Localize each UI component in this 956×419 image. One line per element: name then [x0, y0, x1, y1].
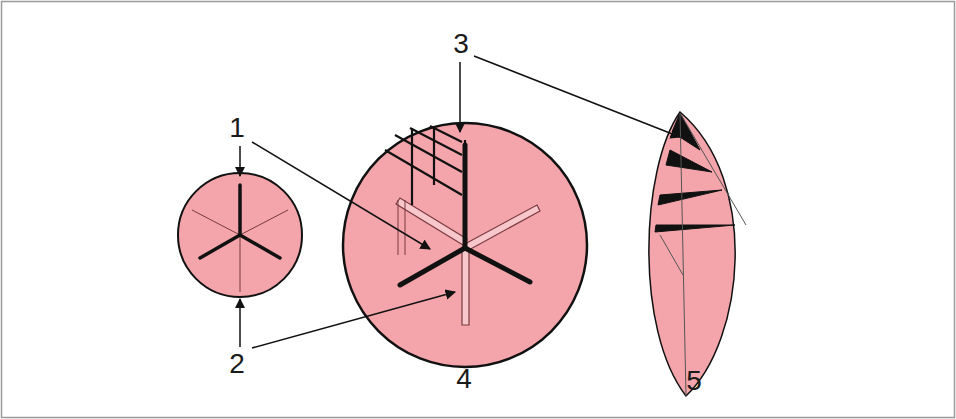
small-lens — [178, 173, 302, 297]
callout-number: 3 — [453, 30, 469, 58]
lens-side-view — [649, 112, 746, 396]
callout-number: 4 — [456, 365, 472, 393]
large-lens — [343, 123, 587, 367]
leader-lines — [240, 56, 680, 348]
callout-number: 1 — [229, 114, 245, 142]
callout-number: 2 — [229, 350, 245, 378]
callout-number: 5 — [686, 367, 702, 395]
